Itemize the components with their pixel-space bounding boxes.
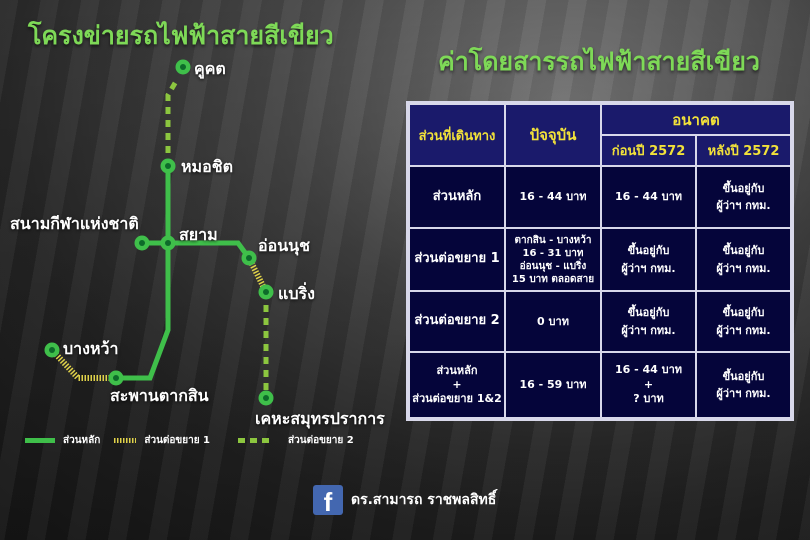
ext1-west-line bbox=[49, 347, 116, 381]
legend-main-swatch bbox=[25, 438, 55, 443]
map-title: โครงข่ายรถไฟฟ้าสายสีเขียว bbox=[28, 21, 334, 50]
before-cell: 16 - 44 บาท+? บาท bbox=[600, 351, 697, 419]
before-cell: ขึ้นอยู่กับผู้ว่าฯ กทม. bbox=[600, 290, 697, 353]
label-bang-wa: บางหว้า bbox=[63, 339, 119, 358]
after-cell: ขึ้นอยู่กับผู้ว่าฯ กทม. bbox=[695, 165, 792, 229]
after-cell: ขึ้นอยู่กับผู้ว่าฯ กทม. bbox=[695, 290, 792, 353]
current-cell: 16 - 44 บาท bbox=[504, 165, 602, 229]
segment-cell: ส่วนต่อขยาย 2 bbox=[408, 290, 506, 353]
author-name: ดร.สามารถ ราชพลสิทธิ์ bbox=[351, 492, 497, 508]
fare-title: ค่าโดยสารรถไฟฟ้าสายสีเขียว bbox=[438, 47, 760, 76]
header-current: ปัจจุบัน bbox=[504, 103, 602, 167]
table-row: ส่วนหลัก 16 - 44 บาท 16 - 44 บาท ขึ้นอยู… bbox=[408, 165, 792, 229]
label-siam: สยาม bbox=[179, 225, 218, 244]
current-cell: 0 บาท bbox=[504, 290, 602, 353]
segment-cell: ส่วนหลัก bbox=[408, 165, 506, 229]
legend-ext2-swatch bbox=[238, 438, 273, 443]
label-khu-khot: คูคต bbox=[194, 59, 226, 78]
after-cell: ขึ้นอยู่กับผู้ว่าฯ กทม. bbox=[695, 227, 792, 292]
legend-ext1-label: ส่วนต่อขยาย 1 bbox=[144, 435, 211, 446]
header-segment: ส่วนที่เดินทาง bbox=[408, 103, 506, 167]
label-on-nut: อ่อนนุช bbox=[258, 236, 310, 255]
current-cell: 16 - 59 บาท bbox=[504, 351, 602, 419]
segment-cell: ส่วนต่อขยาย 1 bbox=[408, 227, 506, 292]
segment-cell: ส่วนหลัก+ส่วนต่อขยาย 1&2 bbox=[408, 351, 506, 419]
header-before-2572: ก่อนปี 2572 bbox=[600, 134, 697, 167]
label-kheha: เคหะสมุทรปราการ bbox=[255, 409, 385, 428]
label-bearing: แบริ่ง bbox=[278, 284, 315, 303]
ext2-north-line bbox=[165, 76, 181, 166]
map-legend: ส่วนหลัก ส่วนต่อขยาย 1 ส่วนต่อขยาย 2 bbox=[25, 433, 354, 448]
author-credit: f ดร.สามารถ ราชพลสิทธิ์ bbox=[313, 485, 496, 515]
header-future: อนาคต bbox=[600, 103, 792, 136]
label-mo-chit: หมอชิต bbox=[181, 157, 233, 176]
legend-ext2-label: ส่วนต่อขยาย 2 bbox=[288, 435, 354, 446]
legend-main-label: ส่วนหลัก bbox=[63, 435, 101, 446]
table-row: ส่วนหลัก+ส่วนต่อขยาย 1&2 16 - 59 บาท 16 … bbox=[408, 351, 792, 419]
header-after-2572: หลังปี 2572 bbox=[695, 134, 792, 167]
before-cell: 16 - 44 บาท bbox=[600, 165, 697, 229]
before-cell: ขึ้นอยู่กับผู้ว่าฯ กทม. bbox=[600, 227, 697, 292]
after-cell: ขึ้นอยู่กับผู้ว่าฯ กทม. bbox=[695, 351, 792, 419]
label-saphan-taksin: สะพานตากสิน bbox=[110, 386, 209, 405]
fare-table: ส่วนที่เดินทาง ปัจจุบัน อนาคต ก่อนปี 257… bbox=[408, 103, 792, 419]
facebook-icon: f bbox=[313, 485, 343, 515]
legend-ext1-swatch bbox=[114, 438, 137, 443]
label-national-stadium: สนามกีฬาแห่งชาติ bbox=[10, 214, 139, 233]
main-line-sukhumvit-silom bbox=[116, 166, 171, 381]
table-row: ส่วนต่อขยาย 2 0 บาท ขึ้นอยู่กับผู้ว่าฯ ก… bbox=[408, 290, 792, 353]
